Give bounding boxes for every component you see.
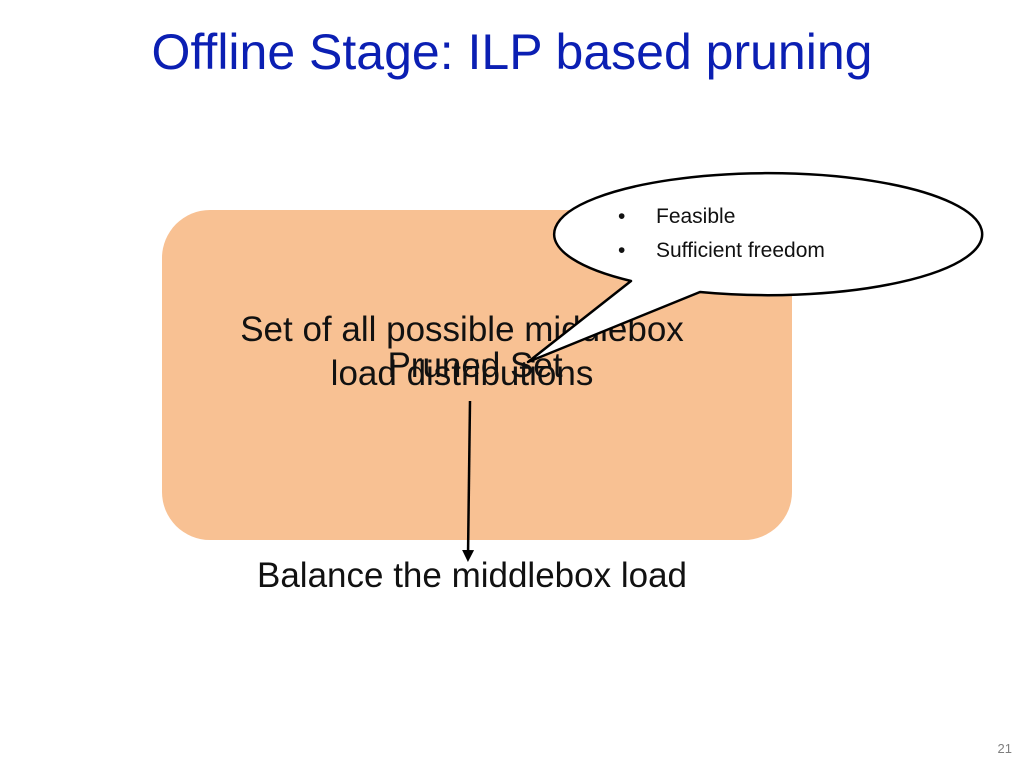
bullet-marker: • [618,205,626,228]
box-label-line-2: load distributions [330,354,594,393]
bullet-marker: • [618,239,626,262]
callout-criteria-list: • Feasible • Sufficient freedom [618,200,948,268]
slide-number: 21 [997,741,1012,756]
slide-title: Offline Stage: ILP based pruning [151,24,873,80]
callout-item-text: Feasible [656,205,736,228]
callout-item-text: Sufficient freedom [656,239,825,262]
speech-bubble-callout [526,171,984,364]
pruned-set-label: Pruned Set [387,346,563,385]
flow-arrow [462,400,475,562]
callout-item-sufficient-freedom: • Sufficient freedom [618,234,948,268]
balance-load-label: Balance the middlebox load [256,556,687,595]
callout-item-feasible: • Feasible [618,200,948,234]
